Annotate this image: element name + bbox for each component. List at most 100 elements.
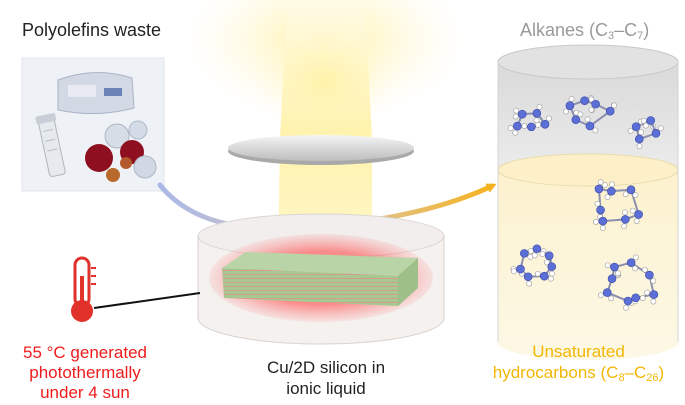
lens-disc	[228, 135, 414, 165]
hydrogen-atom	[632, 254, 639, 261]
carbon-atom	[580, 96, 589, 105]
product-cylinder	[497, 44, 679, 360]
hydrogen-atom	[597, 179, 604, 186]
molecule	[627, 116, 664, 149]
carbon-atom	[532, 244, 542, 254]
carbon-atom	[607, 186, 616, 196]
hydrogen-atom	[594, 200, 601, 207]
temperature-line-1: 55 °C generated	[23, 343, 147, 362]
feedstock-label: Polyolefins waste	[22, 20, 162, 40]
unsaturated-line-1: Unsaturated	[532, 342, 625, 361]
carbon-atom	[626, 258, 636, 267]
hydrogen-atom	[513, 107, 520, 114]
carbon-atom	[610, 262, 619, 272]
hydrogen-atom	[592, 127, 599, 134]
carbon-atom	[544, 251, 554, 261]
carbon-atom	[523, 272, 533, 282]
carbon-atom	[565, 101, 575, 111]
hydrogen-atom	[599, 225, 606, 231]
hydrogen-atom	[657, 125, 664, 132]
reactor-dish	[197, 213, 445, 345]
hydrogen-atom	[584, 116, 591, 123]
hydrogen-atom	[512, 129, 519, 136]
light-beam	[185, 0, 465, 260]
hydrogen-atom	[609, 181, 615, 188]
hydrogen-atom	[563, 108, 569, 115]
carbon-atom	[602, 288, 612, 297]
hydrogen-atom	[650, 298, 657, 305]
alkanes-label: Alkanes (C3–C7)	[520, 20, 650, 42]
hydrogen-atom	[510, 268, 517, 275]
molecule	[597, 254, 659, 311]
molecule	[563, 95, 618, 134]
hydrogen-atom	[539, 251, 546, 258]
hydrogen-atom	[636, 143, 643, 149]
hydrogen-atom	[611, 102, 618, 109]
hydrogen-atom	[588, 106, 595, 113]
carbon-atom	[547, 262, 557, 271]
carbon-atom	[596, 205, 605, 215]
hydrogen-atom	[621, 209, 628, 216]
hydrogen-atom	[642, 266, 648, 273]
hydrogen-atom	[640, 117, 647, 124]
carbon-atom	[649, 290, 659, 299]
carbon-atom	[540, 120, 550, 129]
hydrogen-atom	[639, 295, 646, 302]
carbon-atom	[621, 215, 630, 224]
catalyst-line-2: ionic liquid	[286, 379, 366, 398]
temperature-line-2: photothermally	[29, 363, 141, 382]
waste-photo	[21, 57, 165, 192]
molecule-models	[507, 95, 664, 311]
hydrogen-atom	[615, 270, 621, 276]
carbon-atom	[571, 115, 581, 125]
carbon-atom	[623, 296, 633, 306]
hydrogen-atom	[608, 295, 615, 302]
carbon-atom	[645, 270, 654, 280]
carbon-atom	[605, 106, 615, 116]
hydrogen-atom	[601, 182, 608, 189]
temperature-line-3: under 4 sun	[40, 383, 130, 402]
carbon-atom	[626, 185, 636, 195]
molecule	[510, 244, 557, 287]
carbon-atom	[516, 264, 525, 274]
hydrogen-atom	[632, 265, 638, 272]
hydrogen-atom	[521, 123, 528, 129]
unsaturated-label: Unsaturated hydrocarbons (C8–C26)	[476, 341, 681, 384]
unsaturated-line-2: hydrocarbons (C8–C26)	[492, 363, 665, 384]
carbon-atom	[646, 116, 656, 125]
hydrogen-atom	[597, 292, 604, 299]
carbon-atom	[607, 274, 617, 283]
thermometer-connector	[93, 292, 201, 309]
catalyst-line-1: Cu/2D silicon in	[266, 358, 386, 377]
carbon-atom	[585, 121, 595, 131]
hydrogen-atom	[543, 259, 550, 266]
carbon-atom	[513, 121, 522, 131]
hydrogen-atom	[622, 191, 629, 198]
hydrogen-atom	[621, 223, 628, 230]
catalyst-label: Cu/2D silicon in ionic liquid	[236, 357, 416, 399]
hydrogen-atom	[568, 96, 575, 102]
hydrogen-atom	[533, 117, 540, 124]
hydrogen-atom	[633, 218, 640, 225]
hydrogen-atom	[604, 194, 611, 200]
hydrogen-atom	[604, 262, 611, 269]
hydrogen-atom	[623, 304, 629, 311]
hydrogen-atom	[593, 219, 599, 225]
hydrogen-atom	[547, 275, 554, 282]
hydrogen-atom	[526, 280, 533, 287]
carbon-atom	[532, 108, 542, 118]
thermometer-icon	[71, 256, 96, 322]
carbon-atom	[631, 122, 641, 131]
carbon-atom	[540, 271, 549, 281]
carbon-atom	[634, 134, 644, 144]
carbon-atom	[631, 293, 641, 303]
carbon-atom	[651, 129, 661, 138]
hydrogen-atom	[536, 103, 543, 110]
hydrogen-atom	[507, 125, 514, 131]
molecule	[593, 179, 643, 231]
hydrogen-atom	[627, 128, 634, 134]
carbon-atom	[598, 216, 608, 226]
carbon-atom	[527, 122, 536, 132]
carbon-atom	[520, 249, 529, 258]
